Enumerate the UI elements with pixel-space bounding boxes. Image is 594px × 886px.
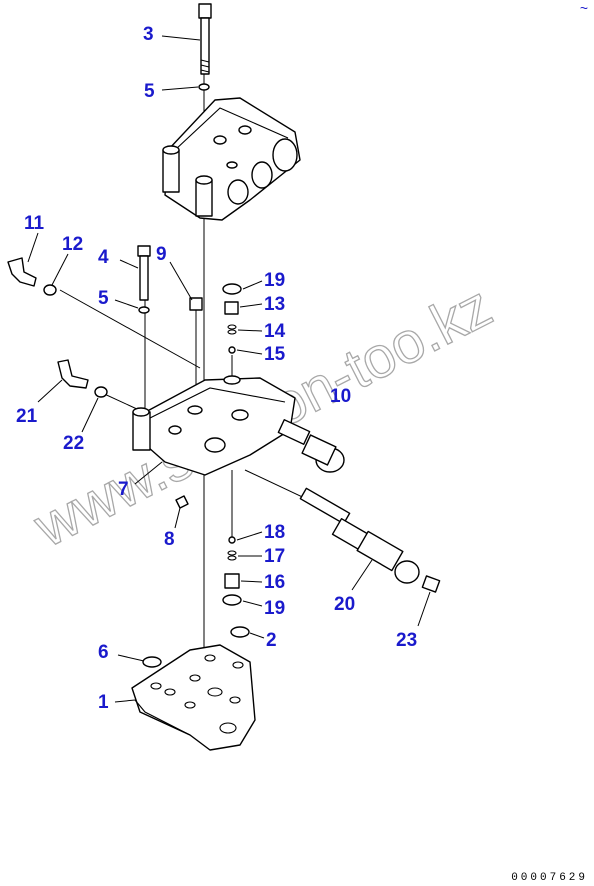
- callout-7: 7: [118, 479, 129, 500]
- part-3-bolt: [198, 3, 212, 75]
- callout-18: 18: [264, 522, 285, 543]
- callout-3: 3: [143, 24, 154, 45]
- part-19-seal-upper: [222, 283, 242, 295]
- callout-2: 2: [266, 630, 277, 651]
- part-18-ball: [228, 536, 236, 544]
- part-22-nut: [94, 386, 108, 398]
- part-17-spring: [227, 550, 237, 561]
- callout-11: 11: [24, 213, 45, 234]
- corner-mark: ~: [579, 0, 588, 16]
- part-19-seal-lower: [222, 594, 242, 606]
- part-20-spool: [299, 487, 420, 584]
- part-9-plug: [189, 297, 203, 311]
- callout-6: 6: [98, 642, 109, 663]
- part-5-washer-top: [198, 83, 210, 91]
- part-16-plug: [224, 573, 240, 589]
- part-14-spring: [227, 324, 237, 335]
- part-12-nut: [43, 284, 57, 296]
- part-5-washer-mid: [138, 306, 150, 314]
- callout-14: 14: [264, 321, 286, 342]
- part-13-plug: [224, 301, 239, 315]
- callout-13: 13: [264, 294, 285, 315]
- callout-16: 16: [264, 572, 285, 593]
- callout-1: 1: [98, 692, 109, 713]
- callout-20: 20: [334, 594, 355, 615]
- callout-5-top: 5: [144, 81, 155, 102]
- callout-12: 12: [62, 234, 83, 255]
- part-8-plug: [175, 495, 189, 509]
- callout-9: 9: [156, 244, 167, 265]
- callout-23: 23: [396, 630, 417, 651]
- reference-code: 00007629: [511, 872, 588, 884]
- callout-19-lower: 19: [264, 598, 285, 619]
- callout-labels: 3 5 11 12 4 9 5 19 13 14 15 10 21 22 7 8…: [16, 24, 417, 713]
- part-4-bolt: [137, 245, 151, 301]
- part-1-base-plate: [131, 644, 256, 751]
- part-21-fitting: [57, 359, 89, 389]
- part-23-cap: [421, 575, 441, 593]
- callout-19-upper: 19: [264, 270, 285, 291]
- callout-leaders: [27, 35, 431, 703]
- part-11-elbow-fitting: [7, 257, 37, 287]
- part-7-valve-body: [132, 375, 296, 476]
- part-6-seal: [142, 656, 162, 668]
- callout-4: 4: [98, 247, 109, 268]
- callout-10: 10: [330, 386, 351, 407]
- part-15-ball: [228, 346, 236, 354]
- callout-22: 22: [63, 433, 84, 454]
- part-10-spool: [277, 419, 345, 473]
- upper-valve-body: [162, 97, 301, 221]
- callout-17: 17: [264, 546, 285, 567]
- part-2-seal: [230, 626, 250, 638]
- callout-8: 8: [164, 529, 175, 550]
- callout-15: 15: [264, 344, 286, 365]
- callout-21: 21: [16, 406, 38, 427]
- callout-5-mid: 5: [98, 288, 109, 309]
